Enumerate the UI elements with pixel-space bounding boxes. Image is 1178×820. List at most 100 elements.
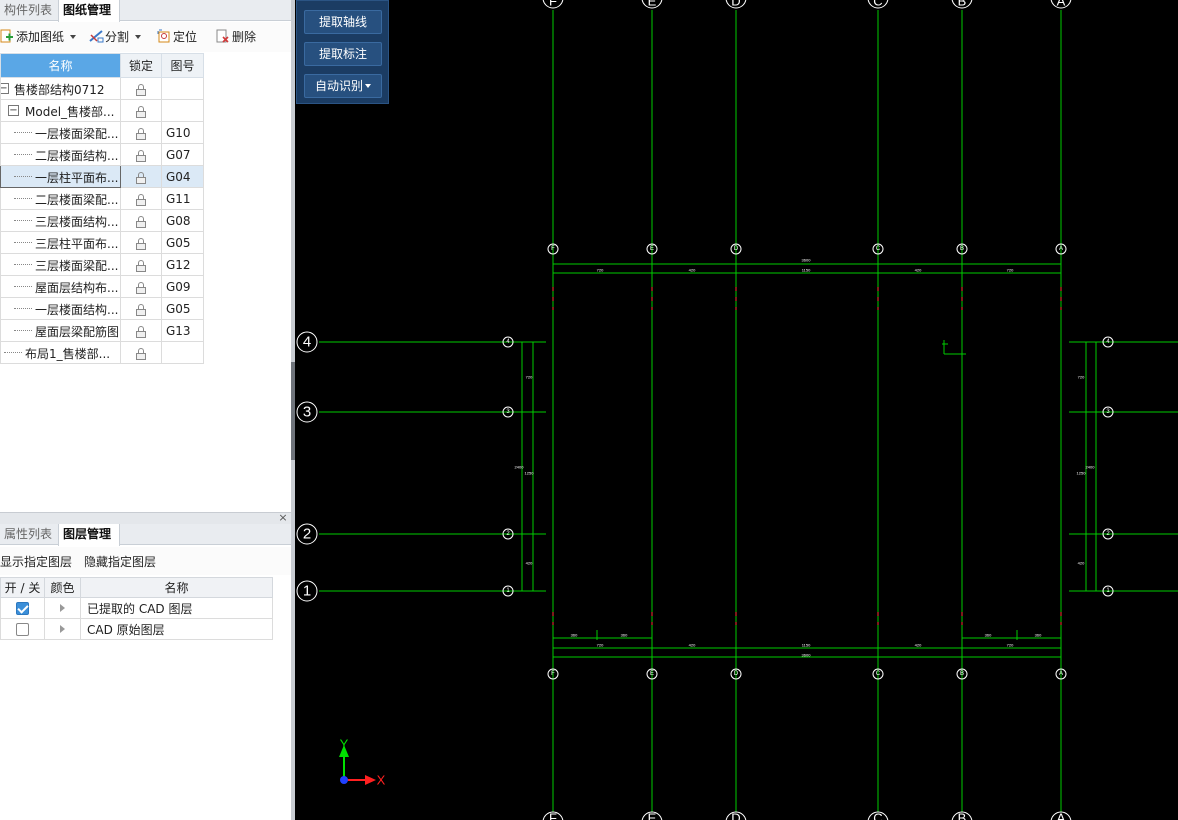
chevron-down-icon[interactable]: [135, 35, 142, 39]
expand-triangle-icon[interactable]: [60, 625, 65, 633]
lock-cell[interactable]: [120, 341, 162, 364]
close-icon[interactable]: ×: [278, 511, 288, 524]
tree-connector: [14, 242, 32, 243]
lock-cell[interactable]: [120, 297, 162, 320]
lock-cell[interactable]: [120, 121, 162, 144]
lock-icon[interactable]: [135, 127, 147, 141]
table-row[interactable]: 布局1_售楼部...: [0, 341, 204, 364]
extract-dimension-button[interactable]: 提取标注: [304, 42, 382, 66]
drawing-name-cell[interactable]: 三层楼面梁配...: [0, 253, 121, 276]
table-row[interactable]: 一层楼面结构... G05: [0, 297, 204, 320]
table-row[interactable]: 二层楼面梁配...G11: [0, 187, 204, 210]
axis-bubble-small: [730, 668, 742, 680]
tab-drawing-management[interactable]: 图纸管理: [58, 0, 120, 22]
drawing-name-cell[interactable]: 屋面层结构布...: [0, 275, 121, 298]
drawing-name-cell[interactable]: 一层楼面结构...: [0, 297, 121, 320]
lock-cell[interactable]: [120, 99, 162, 122]
locate-button[interactable]: 定位: [157, 29, 197, 45]
split-button[interactable]: 分割: [89, 29, 142, 45]
layer-row[interactable]: CAD 原始图层: [0, 618, 273, 640]
lock-cell[interactable]: [120, 77, 162, 100]
auto-recognize-button[interactable]: 自动识别: [304, 74, 382, 98]
lock-cell[interactable]: [120, 231, 162, 254]
lock-cell[interactable]: [120, 143, 162, 166]
column-header-name[interactable]: 名称: [0, 53, 121, 78]
axis-bubble-small: [502, 528, 514, 540]
lock-icon[interactable]: [135, 303, 147, 317]
dimension-text: 360: [1035, 633, 1042, 638]
hide-layer-button[interactable]: 隐藏指定图层: [84, 555, 157, 569]
table-row[interactable]: −Model_售楼部...: [0, 99, 204, 122]
drawing-code: [161, 99, 204, 122]
drawing-code: G05: [161, 297, 204, 320]
extract-axis-button[interactable]: 提取轴线: [304, 10, 382, 34]
lock-icon[interactable]: [135, 325, 147, 339]
tab-property-list[interactable]: 属性列表: [4, 527, 53, 541]
tree-collapse-icon[interactable]: −: [8, 105, 19, 116]
table-row[interactable]: 二层楼面结构...G07: [0, 143, 204, 166]
layer-toggle-cell[interactable]: [0, 618, 45, 640]
ucs-origin: [340, 776, 348, 784]
lock-cell[interactable]: [120, 319, 162, 342]
lock-icon[interactable]: [135, 347, 147, 361]
drawing-code: [161, 341, 204, 364]
table-row[interactable]: 三层楼面梁配...G12: [0, 253, 204, 276]
drawing-name-cell[interactable]: 一层柱平面布...: [0, 165, 121, 188]
column-header-layer-name[interactable]: 名称: [80, 577, 273, 598]
drawing-name-cell[interactable]: −售楼部结构0712: [0, 77, 121, 100]
drawing-name-cell[interactable]: 二层楼面结构...: [0, 143, 121, 166]
panel-separator: [0, 512, 291, 524]
chevron-down-icon[interactable]: [70, 35, 77, 39]
drawing-name-cell[interactable]: 一层楼面梁配...: [0, 121, 121, 144]
show-layer-button[interactable]: 显示指定图层: [0, 555, 73, 569]
lock-icon[interactable]: [135, 171, 147, 185]
table-row[interactable]: 屋面层结构布...G09: [0, 275, 204, 298]
tab-layer-management[interactable]: 图层管理: [58, 524, 120, 546]
drawing-name-cell[interactable]: −Model_售楼部...: [0, 99, 121, 122]
axis-bubble: [1050, 811, 1072, 820]
drawing-name-cell[interactable]: 三层楼面结构...: [0, 209, 121, 232]
layer-visibility-checkbox[interactable]: [16, 622, 29, 636]
lock-icon[interactable]: [135, 281, 147, 295]
delete-button[interactable]: 删除: [216, 29, 256, 45]
lock-cell[interactable]: [120, 275, 162, 298]
drawing-name-cell[interactable]: 屋面层梁配筋图: [0, 319, 121, 342]
lock-cell[interactable]: [120, 165, 162, 188]
lock-icon[interactable]: [135, 215, 147, 229]
tree-collapse-icon[interactable]: −: [1, 83, 9, 94]
lock-cell[interactable]: [120, 253, 162, 276]
column-header-lock[interactable]: 锁定: [120, 53, 162, 78]
lock-icon[interactable]: [135, 237, 147, 251]
column-header-color[interactable]: 颜色: [44, 577, 81, 598]
axis-label-small: B: [960, 671, 964, 677]
splitter-grip[interactable]: [291, 362, 296, 460]
drawing-name-cell[interactable]: 三层柱平面布...: [0, 231, 121, 254]
layer-row[interactable]: 已提取的 CAD 图层: [0, 597, 273, 619]
axis-label-small: 2: [506, 531, 510, 537]
lock-icon[interactable]: [135, 259, 147, 273]
tab-component-list[interactable]: 构件列表: [4, 3, 53, 17]
layer-visibility-checkbox[interactable]: [16, 601, 29, 615]
lock-icon[interactable]: [135, 83, 147, 97]
column-header-toggle[interactable]: 开 / 关: [0, 577, 45, 598]
add-drawing-button[interactable]: 添加图纸: [0, 29, 77, 45]
layer-color-cell[interactable]: [44, 597, 81, 619]
drawing-name-cell[interactable]: 布局1_售楼部...: [0, 341, 121, 364]
table-row[interactable]: −售楼部结构0712: [0, 77, 204, 100]
table-row[interactable]: 一层楼面梁配...G10: [0, 121, 204, 144]
expand-triangle-icon[interactable]: [60, 604, 65, 612]
lock-cell[interactable]: [120, 209, 162, 232]
table-row[interactable]: 三层柱平面布...G05: [0, 231, 204, 254]
lock-icon[interactable]: [135, 149, 147, 163]
lock-icon[interactable]: [135, 105, 147, 119]
layer-color-cell[interactable]: [44, 618, 81, 640]
table-row[interactable]: 一层柱平面布...G04: [0, 165, 204, 188]
lock-cell[interactable]: [120, 187, 162, 210]
column-header-code[interactable]: 图号: [161, 53, 204, 78]
table-row[interactable]: 三层楼面结构...G08: [0, 209, 204, 232]
drawing-name-cell[interactable]: 二层楼面梁配...: [0, 187, 121, 210]
layer-toggle-cell[interactable]: [0, 597, 45, 619]
lock-icon[interactable]: [135, 193, 147, 207]
